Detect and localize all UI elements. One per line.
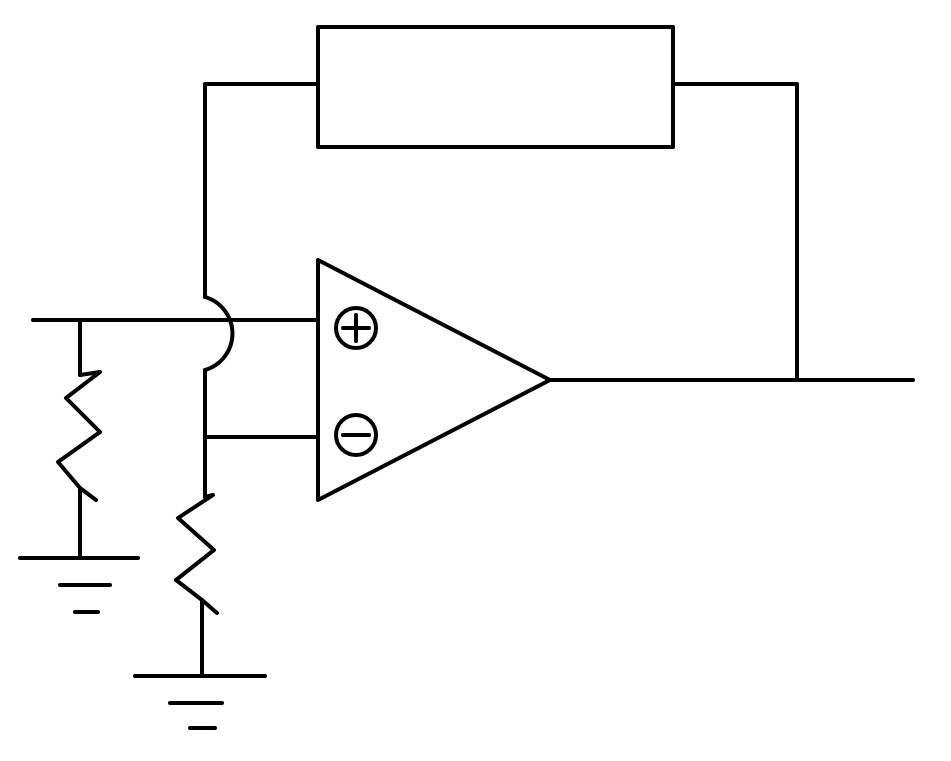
plus-symbol bbox=[334, 306, 378, 350]
crossover-hop bbox=[203, 295, 235, 372]
plus-circle bbox=[334, 306, 378, 350]
feedback-loop-wire bbox=[203, 82, 799, 382]
input-resistor bbox=[56, 318, 102, 560]
inverting-resistor bbox=[174, 493, 219, 678]
ground-1 bbox=[18, 556, 140, 614]
feedback-element bbox=[316, 25, 675, 149]
feedback-wire-left bbox=[203, 82, 320, 299]
crossover-hop-arc bbox=[203, 295, 235, 372]
minus-circle bbox=[334, 413, 378, 457]
plus-sign bbox=[341, 313, 371, 343]
inverting-input-line bbox=[203, 368, 320, 499]
op-amp bbox=[316, 258, 552, 502]
input-resistor-zigzag bbox=[56, 370, 102, 502]
ground-2 bbox=[133, 674, 267, 730]
feedback-element-box bbox=[316, 25, 675, 149]
inverting-resistor-zigzag bbox=[174, 493, 219, 615]
op-amp-triangle bbox=[316, 258, 552, 502]
minus-symbol bbox=[334, 413, 378, 457]
feedback-wire-right bbox=[671, 82, 799, 382]
